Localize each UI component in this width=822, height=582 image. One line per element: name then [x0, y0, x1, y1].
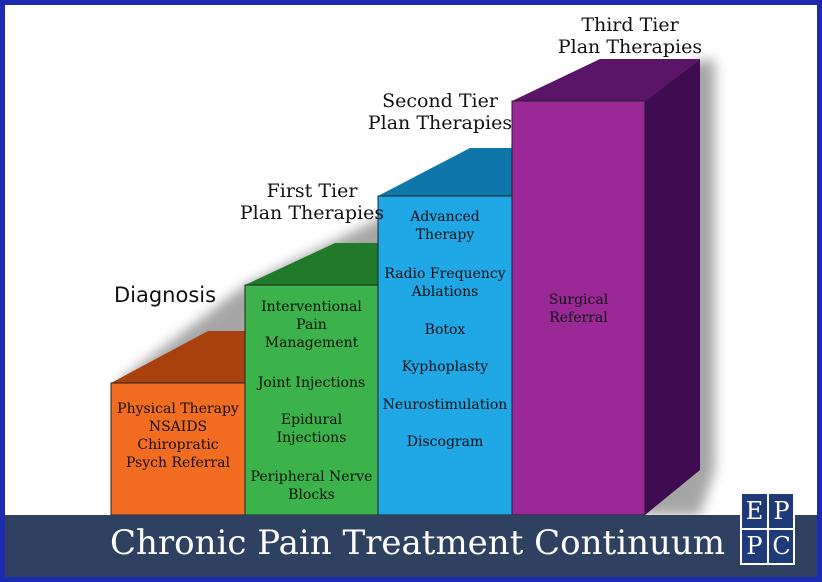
third-tier-block-top — [512, 59, 700, 101]
title-banner — [5, 515, 817, 577]
third-tier-item: Surgical Referral — [548, 292, 609, 326]
second-tier-item: Neurostimulation — [382, 397, 508, 413]
first-tier-item: Interventional Pain Management — [261, 299, 362, 351]
diagnosis-block-top — [111, 331, 245, 383]
first-tier-label: First Tier Plan Therapies — [239, 180, 385, 224]
second-tier-item: Kyphoplasty — [401, 359, 489, 375]
logo-letter: C — [772, 532, 791, 560]
banner-title: Chronic Pain Treatment Continuum — [110, 523, 726, 563]
logo-letter: E — [745, 497, 764, 525]
second-tier-item: Botox — [424, 322, 466, 338]
third-tier-label: Third Tier Plan Therapies — [557, 14, 703, 58]
eppc-logo: E P P C — [740, 492, 795, 565]
first-tier-block-top — [245, 243, 378, 285]
diagnosis-label: Diagnosis — [113, 283, 217, 307]
second-tier-block-top — [378, 148, 512, 196]
second-tier-item: Advanced Therapy — [410, 209, 480, 243]
logo-letter: P — [746, 532, 763, 560]
first-tier-item: Peripheral Nerve Blocks — [250, 469, 373, 503]
second-tier-item: Discogram — [406, 434, 484, 450]
first-tier-block-front — [244, 284, 379, 516]
second-tier-label: Second Tier Plan Therapies — [367, 90, 513, 134]
logo-divider — [767, 494, 769, 563]
third-tier-block-side — [645, 59, 700, 515]
diagnosis-items: Physical Therapy NSAIDS Chiropratic Psyc… — [117, 401, 239, 471]
second-tier-item: Radio Frequency Ablations — [384, 266, 506, 300]
third-tier-block-front — [511, 100, 646, 516]
first-tier-item: Joint Injections — [257, 375, 366, 391]
logo-letter: P — [773, 497, 790, 525]
first-tier-item: Epidural Injections — [276, 412, 347, 446]
